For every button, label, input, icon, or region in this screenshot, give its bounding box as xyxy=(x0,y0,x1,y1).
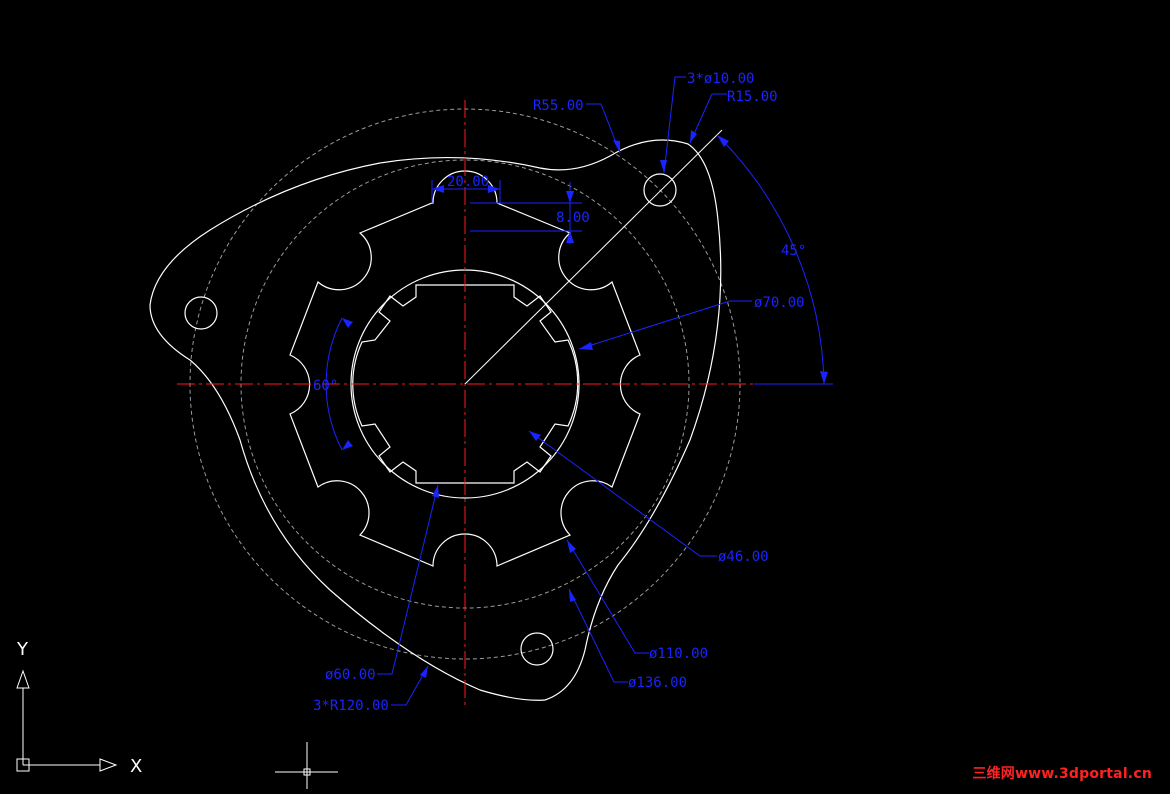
arrow-r120 xyxy=(420,666,428,678)
watermark: 三维网www.3dportal.cn xyxy=(972,766,1152,782)
arrow-d46 xyxy=(529,431,541,441)
arrow-w20-l xyxy=(432,185,444,193)
arrow-d60 xyxy=(432,485,439,498)
leader-d46 xyxy=(528,430,717,557)
arrow-holes xyxy=(660,160,667,173)
dim-text-r55: R55.00 xyxy=(533,98,584,114)
arrow-d8-bot xyxy=(566,231,574,243)
leader-holes xyxy=(663,76,686,174)
arrow-d136 xyxy=(569,589,576,602)
arrow-d70 xyxy=(579,342,593,350)
dim-a60-arc xyxy=(325,317,343,451)
bolt-hole-top-right xyxy=(643,173,677,207)
arrow-r55 xyxy=(613,140,620,153)
leader-r15 xyxy=(689,93,727,144)
dim-text-d8: 8.00 xyxy=(556,210,590,226)
dim-a45-arc xyxy=(716,134,825,385)
dim-text-d136: ø136.00 xyxy=(628,675,687,691)
arrow-a45-top xyxy=(717,135,729,147)
crosshair-cursor xyxy=(275,742,338,789)
dim-text-d60: ø60.00 xyxy=(325,667,376,683)
bolt-hole-bottom xyxy=(520,632,554,666)
dim-text-d70: ø70.00 xyxy=(754,295,805,311)
notched-ring xyxy=(289,170,641,567)
dim-text-a60: 60° xyxy=(313,378,338,394)
splined-bore xyxy=(352,284,579,484)
ucs-x-label: X xyxy=(130,756,142,777)
dim-text-r120: 3*R120.00 xyxy=(313,698,389,714)
arrow-d110 xyxy=(567,540,576,553)
dim-text-w20: 20.00 xyxy=(447,174,489,190)
dim-text-r15: R15.00 xyxy=(727,89,778,105)
ucs-icon xyxy=(16,669,118,772)
leader-r55 xyxy=(586,103,621,154)
arrow-a45-bot xyxy=(820,371,828,384)
arrow-r15 xyxy=(690,130,697,143)
dim-text-a45: 45° xyxy=(781,243,806,259)
arrow-w20-r xyxy=(488,185,500,193)
dim-text-d46: ø46.00 xyxy=(718,549,769,565)
leader-r120 xyxy=(391,665,429,706)
arrow-a60-bot xyxy=(342,440,353,450)
ucs-y-label: Y xyxy=(16,639,29,660)
construction-line-45 xyxy=(464,129,723,385)
arrow-a60-top xyxy=(342,318,353,328)
leader-d60 xyxy=(377,484,439,675)
leader-d70 xyxy=(578,300,752,350)
dim-text-d110: ø110.00 xyxy=(649,646,708,662)
leader-d136 xyxy=(568,588,628,683)
outer-profile xyxy=(149,139,722,701)
arrow-d8-top xyxy=(566,191,574,203)
dim-text-holes: 3*ø10.00 xyxy=(687,71,754,87)
leader-d110 xyxy=(566,539,649,654)
bolt-hole-left xyxy=(184,296,218,330)
